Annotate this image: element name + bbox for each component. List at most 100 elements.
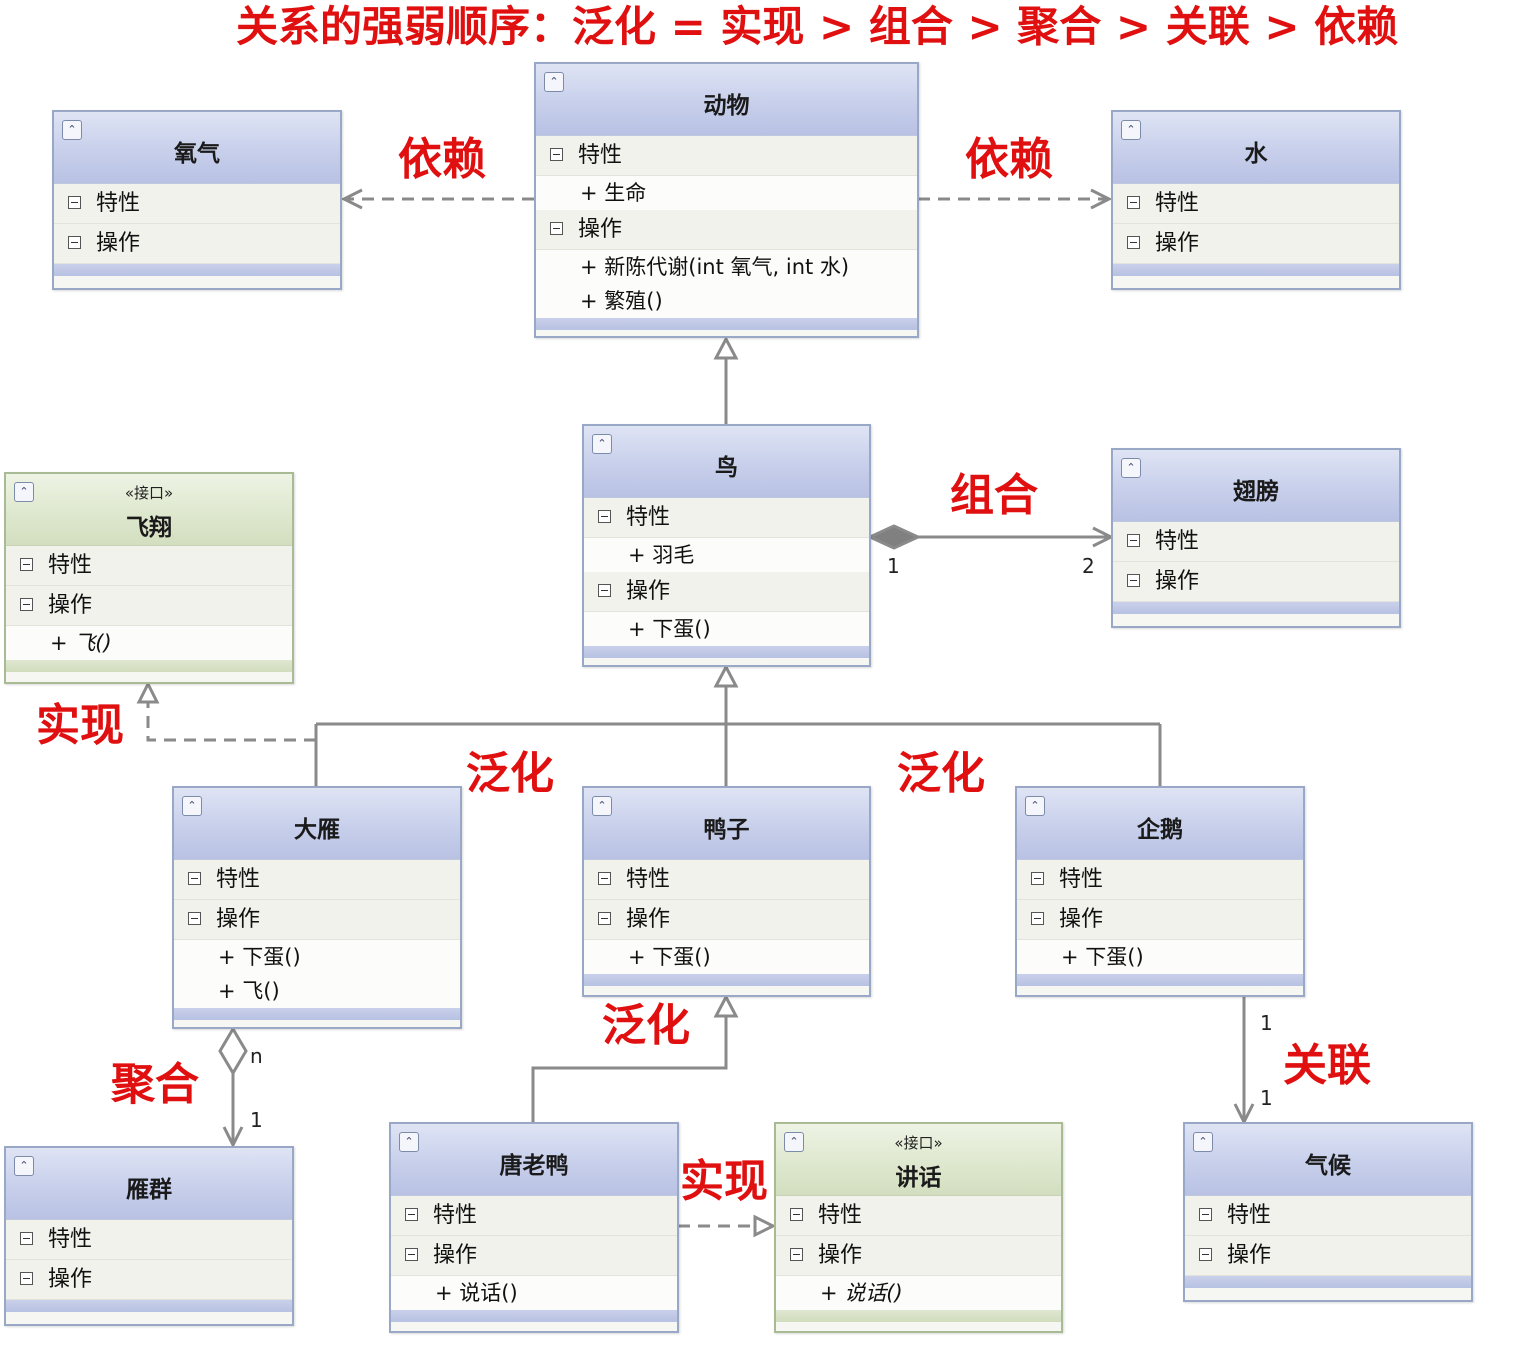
class-penguin[interactable]: ⌃ 企鹅 特性 操作 + 下蛋() <box>1015 786 1305 997</box>
collapse-icon[interactable]: ⌃ <box>544 72 564 92</box>
collapse-minus-icon[interactable] <box>405 1248 418 1261</box>
collapse-minus-icon[interactable] <box>598 912 611 925</box>
class-footer <box>1113 602 1399 614</box>
collapse-minus-icon[interactable] <box>1199 1248 1212 1261</box>
attributes-section[interactable]: 特性 <box>1113 522 1399 562</box>
collapse-minus-icon[interactable] <box>20 558 33 571</box>
class-footer <box>6 1300 292 1312</box>
section-label: 特性 <box>1155 529 1200 554</box>
collapse-minus-icon[interactable] <box>68 196 81 209</box>
class-duck[interactable]: ⌃ 鸭子 特性 操作 + 下蛋() <box>582 786 871 997</box>
class-flock[interactable]: ⌃ 雁群 特性 操作 <box>4 1146 294 1326</box>
attributes-section[interactable]: 特性 <box>1185 1196 1471 1236</box>
label-generalization-left: 泛化 <box>466 748 554 799</box>
attributes-section[interactable]: 特性 <box>536 136 917 176</box>
collapse-minus-icon[interactable] <box>550 148 563 161</box>
label-dependency-right: 依赖 <box>965 134 1053 185</box>
class-footer <box>1185 1276 1471 1288</box>
collapse-minus-icon[interactable] <box>188 912 201 925</box>
class-water[interactable]: ⌃ 水 特性 操作 <box>1111 110 1401 290</box>
collapse-minus-icon[interactable] <box>1031 872 1044 885</box>
collapse-minus-icon[interactable] <box>1127 534 1140 547</box>
collapse-icon[interactable]: ⌃ <box>62 120 82 140</box>
collapse-minus-icon[interactable] <box>20 1272 33 1285</box>
collapse-minus-icon[interactable] <box>68 236 81 249</box>
operations-section[interactable]: 操作 <box>776 1236 1061 1276</box>
operation-item: + 说话() <box>776 1276 1061 1310</box>
class-header: ⌃ 气候 <box>1185 1124 1471 1196</box>
collapse-minus-icon[interactable] <box>790 1208 803 1221</box>
section-label: 操作 <box>48 593 93 618</box>
collapse-minus-icon[interactable] <box>188 872 201 885</box>
collapse-icon[interactable]: ⌃ <box>1121 458 1141 478</box>
collapse-minus-icon[interactable] <box>790 1248 803 1261</box>
interface-fly[interactable]: ⌃ «接口» 飞翔 特性 操作 + 飞() <box>4 472 294 684</box>
class-goose[interactable]: ⌃ 大雁 特性 操作 + 下蛋() + 飞() <box>172 786 462 1029</box>
attributes-section[interactable]: 特性 <box>584 860 869 900</box>
collapse-minus-icon[interactable] <box>20 1232 33 1245</box>
attributes-section[interactable]: 特性 <box>6 546 292 586</box>
attributes-section[interactable]: 特性 <box>776 1196 1061 1236</box>
operations-section[interactable]: 操作 <box>1185 1236 1471 1276</box>
collapse-icon[interactable]: ⌃ <box>14 1156 34 1176</box>
collapse-minus-icon[interactable] <box>1199 1208 1212 1221</box>
class-oxygen[interactable]: ⌃ 氧气 特性 操作 <box>52 110 342 290</box>
operation-item: + 说话() <box>391 1276 677 1310</box>
collapse-minus-icon[interactable] <box>1031 912 1044 925</box>
collapse-minus-icon[interactable] <box>1127 574 1140 587</box>
class-header: ⌃ «接口» 讲话 <box>776 1124 1061 1196</box>
attributes-section[interactable]: 特性 <box>391 1196 677 1236</box>
attributes-section[interactable]: 特性 <box>1017 860 1303 900</box>
collapse-minus-icon[interactable] <box>1127 236 1140 249</box>
collapse-minus-icon[interactable] <box>598 872 611 885</box>
attributes-section[interactable]: 特性 <box>54 184 340 224</box>
interface-speak[interactable]: ⌃ «接口» 讲话 特性 操作 + 说话() <box>774 1122 1063 1333</box>
operations-section[interactable]: 操作 <box>584 572 869 612</box>
collapse-minus-icon[interactable] <box>598 510 611 523</box>
class-tangduck[interactable]: ⌃ 唐老鸭 特性 操作 + 说话() <box>389 1122 679 1333</box>
collapse-minus-icon[interactable] <box>550 222 563 235</box>
class-bird[interactable]: ⌃ 鸟 特性 + 羽毛 操作 + 下蛋() <box>582 424 871 667</box>
operations-section[interactable]: 操作 <box>1113 224 1399 264</box>
attributes-section[interactable]: 特性 <box>174 860 460 900</box>
class-wing[interactable]: ⌃ 翅膀 特性 操作 <box>1111 448 1401 628</box>
collapse-icon[interactable]: ⌃ <box>14 482 34 502</box>
collapse-icon[interactable]: ⌃ <box>1121 120 1141 140</box>
class-climate[interactable]: ⌃ 气候 特性 操作 <box>1183 1122 1473 1302</box>
class-footer <box>6 660 292 672</box>
collapse-icon[interactable]: ⌃ <box>1193 1132 1213 1152</box>
operations-section[interactable]: 操作 <box>6 586 292 626</box>
dependency-animal-water <box>918 188 1113 210</box>
operations-section[interactable]: 操作 <box>1113 562 1399 602</box>
collapse-icon[interactable]: ⌃ <box>784 1132 804 1152</box>
class-header: ⌃ 唐老鸭 <box>391 1124 677 1196</box>
class-footer <box>54 264 340 276</box>
multiplicity-association-climate: 1 <box>1260 1086 1273 1110</box>
operation-item: + 下蛋() <box>1017 940 1303 974</box>
operations-section[interactable]: 操作 <box>6 1260 292 1300</box>
collapse-minus-icon[interactable] <box>405 1208 418 1221</box>
collapse-icon[interactable]: ⌃ <box>592 796 612 816</box>
operations-section[interactable]: 操作 <box>1017 900 1303 940</box>
operations-section[interactable]: 操作 <box>174 900 460 940</box>
realization-goose-fly <box>136 680 316 742</box>
operations-section[interactable]: 操作 <box>54 224 340 264</box>
attributes-section[interactable]: 特性 <box>1113 184 1399 224</box>
class-name: 动物 <box>703 93 750 119</box>
attributes-section[interactable]: 特性 <box>584 498 869 538</box>
stereotype-label: «接口» <box>124 484 174 502</box>
attributes-section[interactable]: 特性 <box>6 1220 292 1260</box>
collapse-minus-icon[interactable] <box>598 584 611 597</box>
operations-section[interactable]: 操作 <box>536 210 917 250</box>
class-header: ⌃ 动物 <box>536 64 917 136</box>
collapse-minus-icon[interactable] <box>20 598 33 611</box>
collapse-icon[interactable]: ⌃ <box>399 1132 419 1152</box>
collapse-icon[interactable]: ⌃ <box>182 796 202 816</box>
operations-section[interactable]: 操作 <box>584 900 869 940</box>
collapse-icon[interactable]: ⌃ <box>592 434 612 454</box>
class-animal[interactable]: ⌃ 动物 特性 + 生命 操作 + 新陈代谢(int 氧气, int 水) + … <box>534 62 919 338</box>
collapse-minus-icon[interactable] <box>1127 196 1140 209</box>
section-label: 操作 <box>216 907 261 932</box>
operations-section[interactable]: 操作 <box>391 1236 677 1276</box>
collapse-icon[interactable]: ⌃ <box>1025 796 1045 816</box>
